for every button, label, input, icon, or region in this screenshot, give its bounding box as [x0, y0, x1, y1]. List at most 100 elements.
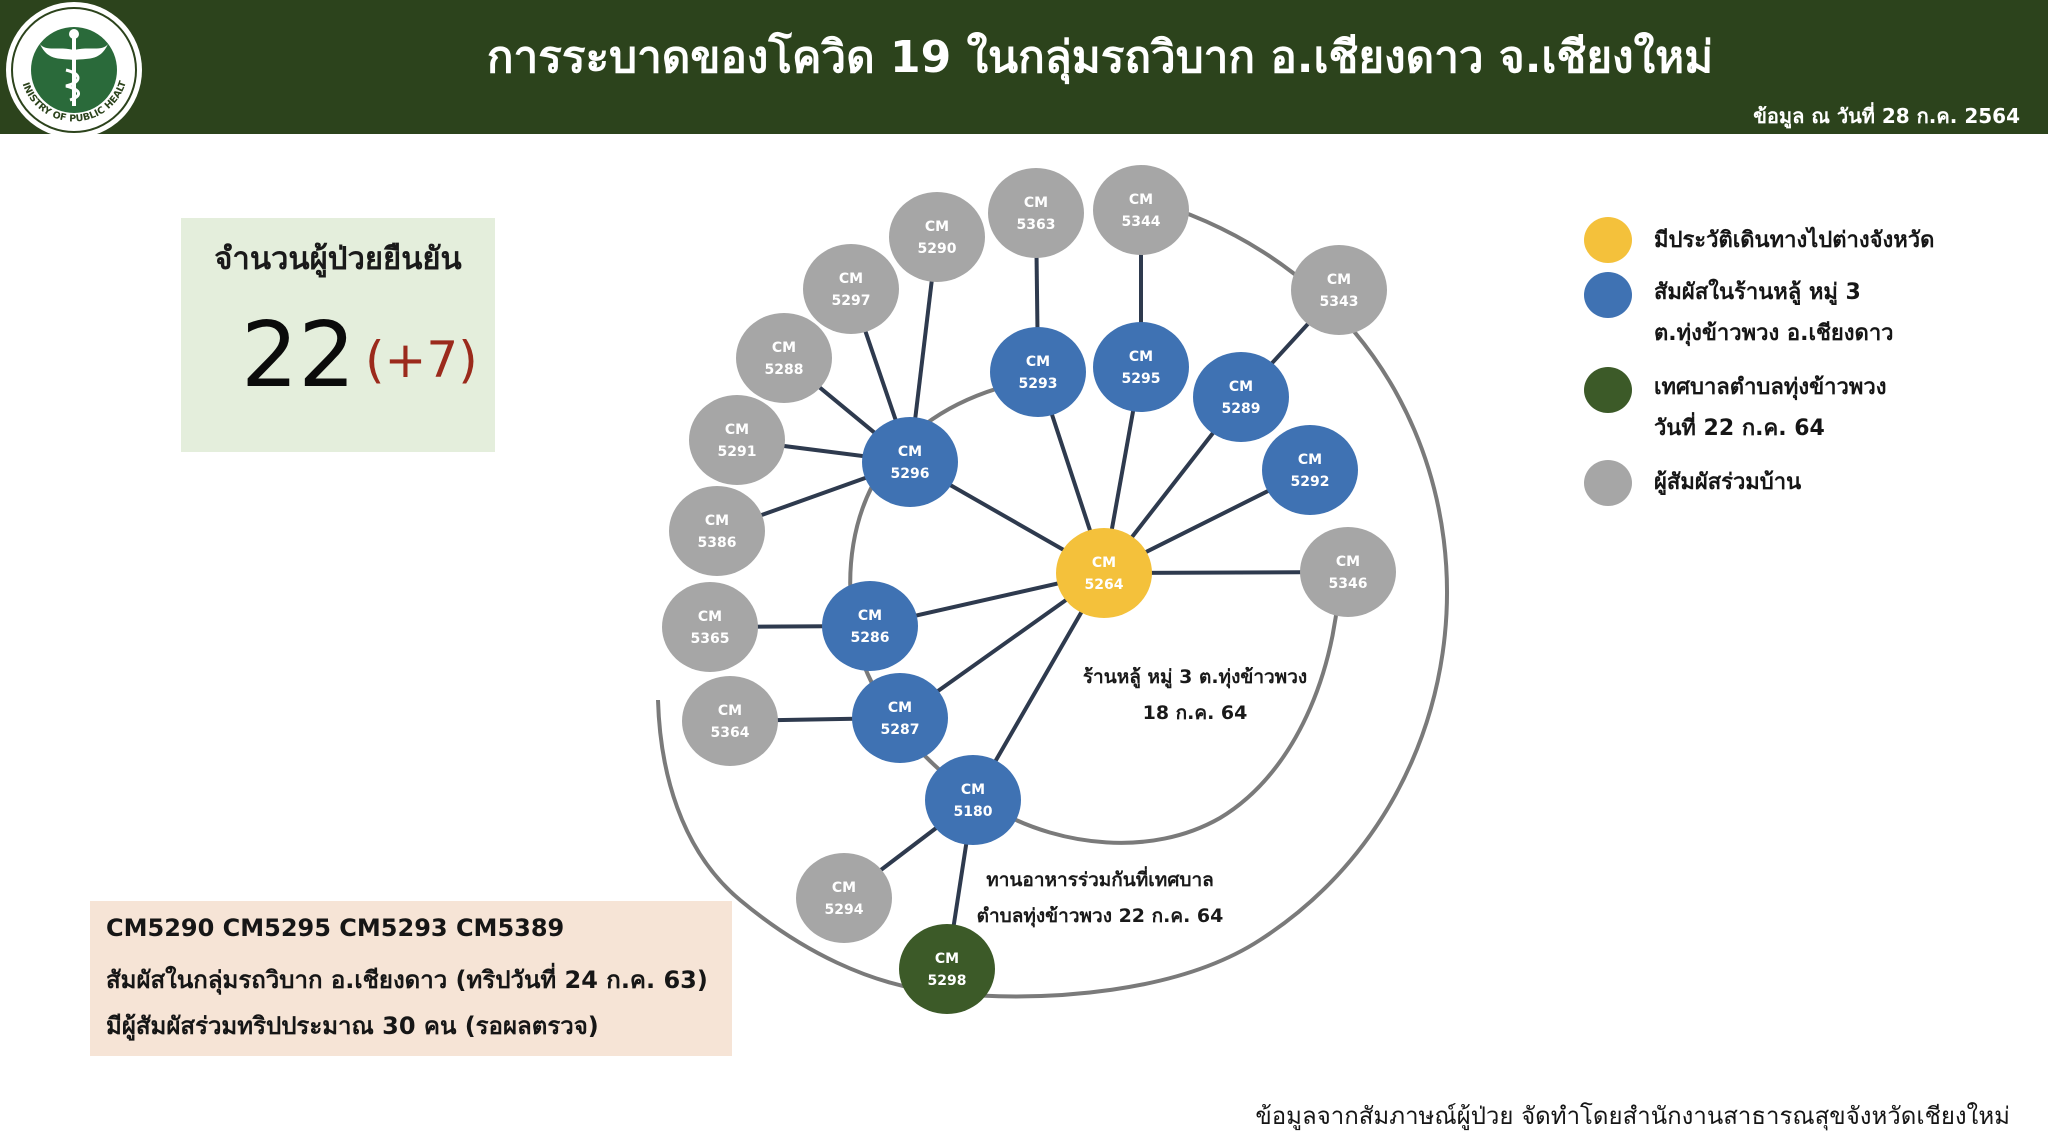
legend-swatch-blue — [1584, 272, 1632, 318]
case-node-prefix: CM — [1298, 452, 1322, 468]
case-node-prefix: CM — [858, 608, 882, 624]
case-node-number: 5297 — [832, 293, 871, 309]
case-node-5346: CM 5346 — [1300, 527, 1396, 617]
case-node-prefix: CM — [725, 422, 749, 438]
case-node-circle — [889, 192, 985, 282]
case-node-number: 5344 — [1122, 214, 1161, 230]
case-node-number: 5289 — [1222, 401, 1261, 417]
header-bar: MINISTRY OF PUBLIC HEALTH การระบาดของโคว… — [0, 0, 2048, 138]
shop-annotation: ร้านหลู้ หมู่ 3 ต.ทุ่งข้าวพวง 18 ก.ค. 64 — [1080, 659, 1310, 731]
case-node-circle — [899, 924, 995, 1014]
case-node-circle — [689, 395, 785, 485]
case-node-5264: CM 5264 — [1056, 528, 1152, 618]
shop-annotation-line1: ร้านหลู้ หมู่ 3 ต.ทุ่งข้าวพวง — [1082, 666, 1308, 688]
legend-swatch-grey — [1584, 460, 1632, 506]
case-node-circle — [1093, 322, 1189, 412]
case-node-5293: CM5293 — [990, 327, 1086, 417]
case-node-number: 5364 — [711, 725, 750, 741]
case-node-prefix: CM — [718, 703, 742, 719]
case-node-number: 5296 — [891, 466, 930, 482]
case-node-circle — [736, 313, 832, 403]
case-node-circle — [1093, 165, 1189, 255]
legend-label: เทศบาลตำบลทุ่งข้าวพวง — [1654, 375, 1887, 400]
case-node-number: 5180 — [954, 804, 993, 820]
case-node-number: 5294 — [825, 902, 864, 918]
case-node-number: 5298 — [928, 973, 967, 989]
case-node-number: 5295 — [1122, 371, 1161, 387]
trip-note-line1: CM5290 CM5295 CM5293 CM5389 — [106, 914, 565, 942]
case-node-5288: CM 5288 — [736, 313, 832, 403]
case-node-number: 5386 — [698, 535, 737, 551]
case-node-number: 5346 — [1329, 576, 1368, 592]
case-node-number: 5363 — [1017, 217, 1056, 233]
case-node-5363: CM 5363 — [988, 168, 1084, 258]
case-node-number: 5288 — [765, 362, 804, 378]
case-node-circle — [1262, 425, 1358, 515]
confirmed-count-value: 22 — [241, 303, 356, 408]
case-node-prefix: CM — [1024, 195, 1048, 211]
case-node-prefix: CM — [1327, 272, 1351, 288]
legend-swatch-yellow — [1584, 217, 1632, 263]
case-node-5180: CM 5180 — [925, 755, 1021, 845]
case-node-prefix: CM — [1129, 349, 1153, 365]
case-node-5296: CM 5296 — [862, 417, 958, 507]
case-node-prefix: CM — [832, 880, 856, 896]
case-node-number: 5286 — [851, 630, 890, 646]
case-node-number: 5365 — [691, 631, 730, 647]
ministry-seal-icon: MINISTRY OF PUBLIC HEALTH — [0, 0, 142, 138]
case-node-5294: CM 5294 — [796, 853, 892, 943]
case-node-circle — [662, 582, 758, 672]
case-node-circle — [1291, 245, 1387, 335]
case-node-number: 5264 — [1085, 577, 1124, 593]
case-node-5295: CM 5295 — [1093, 322, 1189, 412]
legend-label-line2: ต.ทุ่งข้าวพวง อ.เชียงดาว — [1654, 321, 1894, 346]
legend-swatch-green — [1584, 367, 1632, 413]
trip-note-line3: มีผู้สัมผัสร่วมทริปประมาณ 30 คน (รอผลตรว… — [106, 1012, 599, 1040]
trip-note-box: CM5290 CM5295 CM5293 CM5389 สัมผัสในกลุ่… — [90, 901, 732, 1056]
case-node-circle — [1056, 528, 1152, 618]
legend-label: มีประวัติเดินทางไปต่างจังหวัด — [1654, 228, 1935, 253]
case-node-prefix: CM — [772, 340, 796, 356]
case-node-prefix: CM — [1092, 555, 1116, 571]
trip-note-line2: สัมผัสในกลุ่มรถวิบาก อ.เชียงดาว (ทริปวัน… — [106, 966, 708, 994]
case-node-prefix: CM — [705, 513, 729, 529]
case-node-prefix: CM — [1229, 379, 1253, 395]
case-node-prefix: CM — [1336, 554, 1360, 570]
case-node-circle — [682, 676, 778, 766]
shop-annotation-line2: 18 ก.ค. 64 — [1142, 702, 1248, 724]
case-node-circle — [1193, 352, 1289, 442]
case-node-circle — [852, 673, 948, 763]
case-node-circle — [1300, 527, 1396, 617]
case-node-circle — [669, 486, 765, 576]
case-node-number: 5290 — [918, 241, 957, 257]
data-date-note: ข้อมูล ณ วันที่ 28 ก.ค. 2564 — [1753, 104, 2020, 128]
confirmed-count-delta: (+7) — [365, 331, 478, 389]
case-node-prefix: CM — [888, 700, 912, 716]
legend-label: ผู้สัมผัสร่วมบ้าน — [1654, 470, 1802, 495]
case-node-number: 5287 — [881, 722, 920, 738]
case-node-5386: CM 5386 — [669, 486, 765, 576]
confirmed-count-box: จำนวนผู้ป่วยยืนยัน 22 (+7) — [181, 218, 495, 452]
case-node-5289: CM 5289 — [1193, 352, 1289, 442]
case-node-circle — [925, 755, 1021, 845]
case-node-circle — [990, 327, 1086, 417]
case-node-prefix: CM — [698, 609, 722, 625]
source-footnote: ข้อมูลจากสัมภาษณ์ผู้ป่วย จัดทำโดยสำนักงา… — [1255, 1102, 2010, 1130]
case-node-circle — [803, 244, 899, 334]
case-node-circle — [862, 417, 958, 507]
case-node-number: 5291 — [718, 444, 757, 460]
case-node-prefix: CM — [1129, 192, 1153, 208]
case-node-5286: CM 5286 — [822, 581, 918, 671]
case-node-5287: CM 5287 — [852, 673, 948, 763]
legend-label-line2: วันที่ 22 ก.ค. 64 — [1654, 416, 1825, 441]
municipality-annotation-line1: ทานอาหารร่วมกันที่เทศบาล — [986, 869, 1214, 891]
case-node-prefix: CM — [961, 782, 985, 798]
confirmed-count-label: จำนวนผู้ป่วยยืนยัน — [214, 241, 462, 277]
case-node-prefix: CM — [898, 444, 922, 460]
legend-label: สัมผัสในร้านหลู้ หมู่ 3 — [1654, 280, 1861, 305]
